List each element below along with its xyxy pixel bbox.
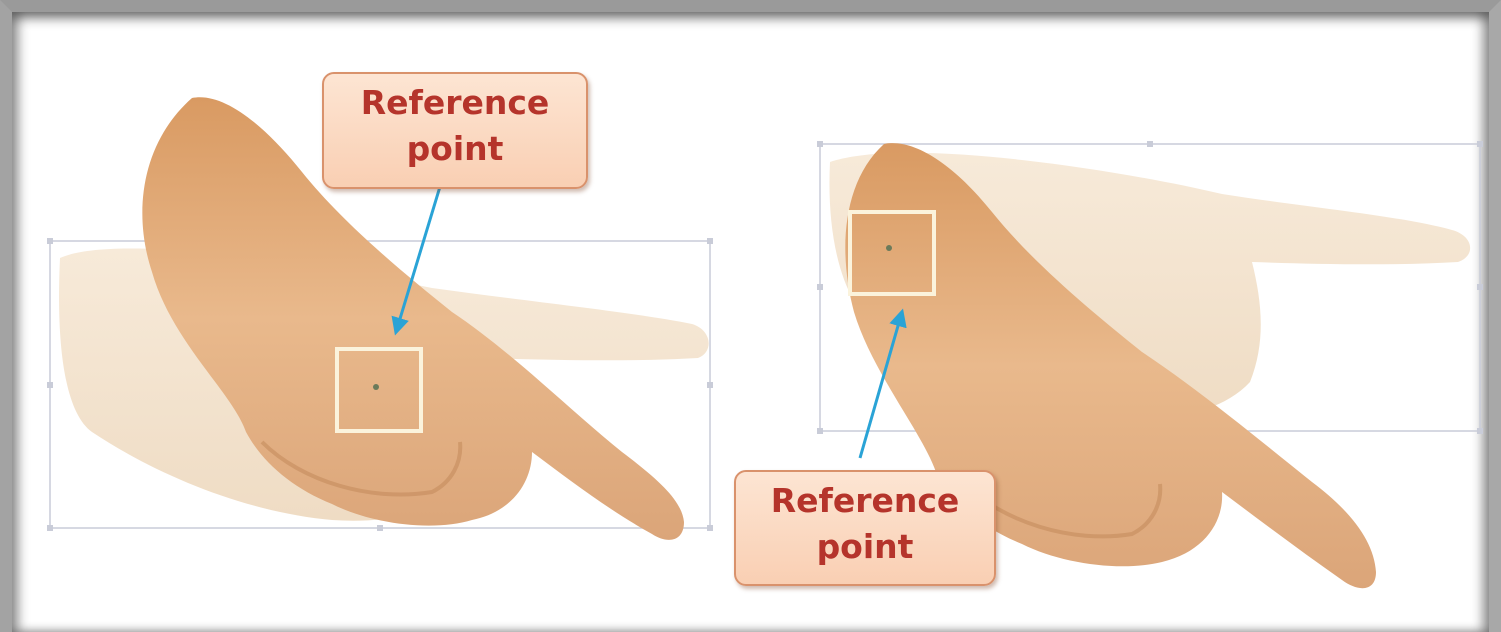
left-callout-line2: point	[324, 126, 586, 172]
left-reference-callout: Reference point	[322, 72, 588, 189]
left-callout-line1: Reference	[324, 80, 586, 126]
right-reference-callout: Reference point	[734, 470, 996, 586]
right-callout-line1: Reference	[736, 478, 994, 524]
left-reference-dot	[373, 384, 379, 390]
right-reference-dot	[886, 245, 892, 251]
right-callout-line2: point	[736, 524, 994, 570]
